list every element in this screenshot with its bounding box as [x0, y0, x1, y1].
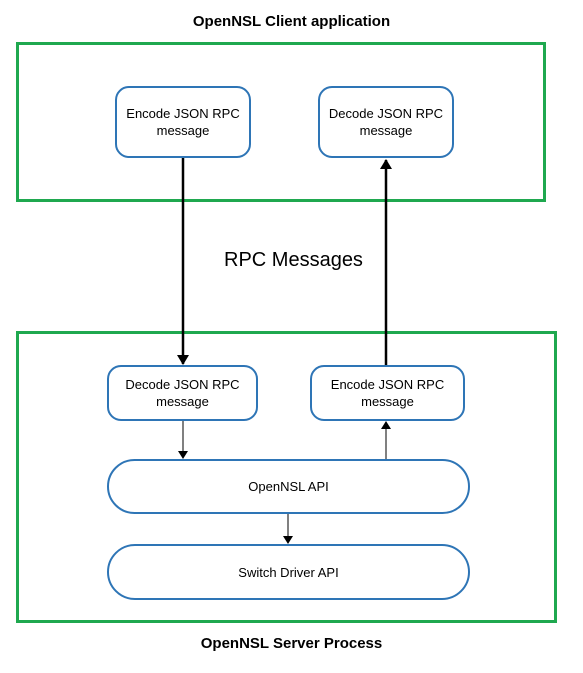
switch-driver-api-node: Switch Driver API [107, 544, 470, 600]
client-decode-node: Decode JSON RPC message [318, 86, 454, 158]
client-application-title: OpenNSL Client application [192, 13, 391, 30]
server-process-title: OpenNSL Server Process [200, 635, 383, 652]
server-decode-node: Decode JSON RPC message [107, 365, 258, 421]
rpc-messages-label: RPC Messages [224, 249, 363, 271]
server-process-group [16, 331, 557, 623]
client-application-group [16, 42, 546, 202]
client-encode-node: Encode JSON RPC message [115, 86, 251, 158]
server-encode-node: Encode JSON RPC message [310, 365, 465, 421]
opennsl-api-node: OpenNSL API [107, 459, 470, 514]
